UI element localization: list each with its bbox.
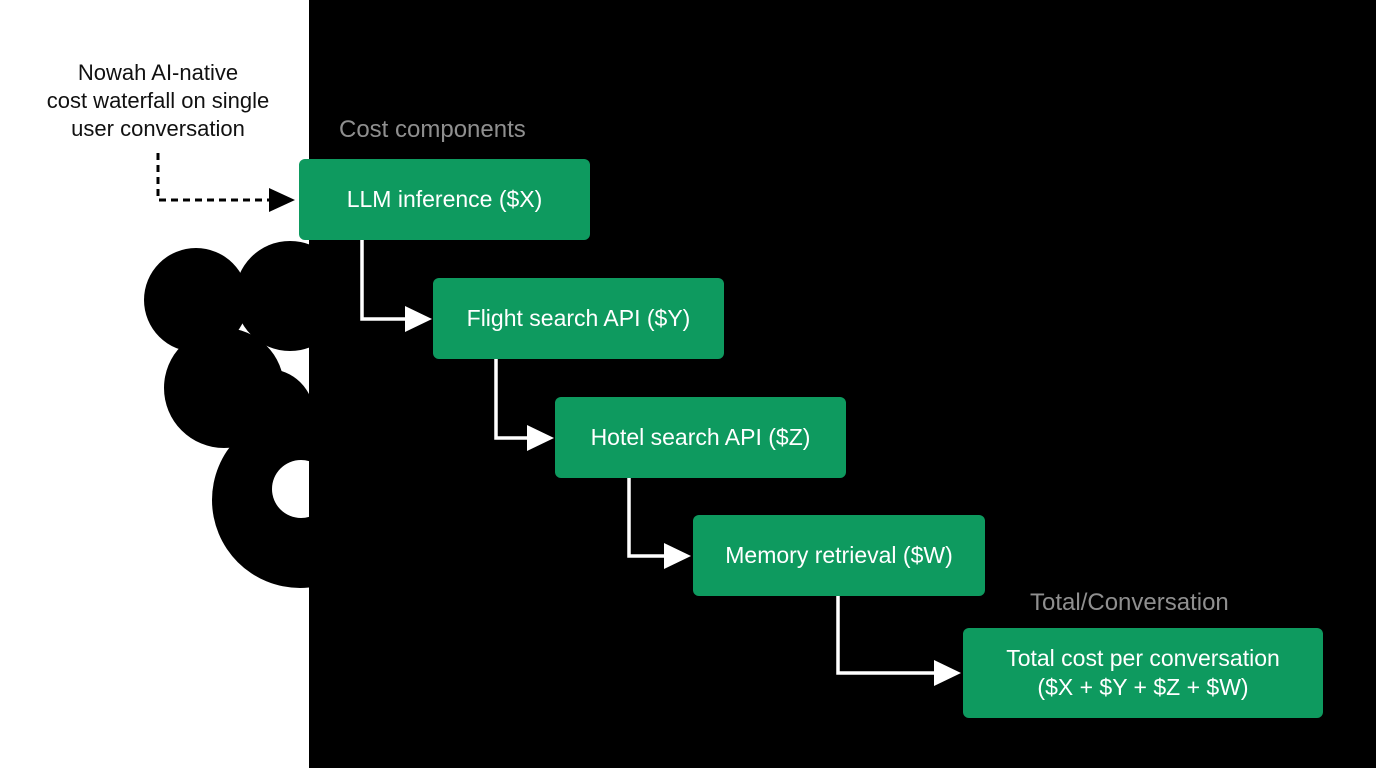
connector-3-arrowhead xyxy=(664,543,691,569)
cost-components-heading: Cost components xyxy=(339,116,526,143)
connector-1 xyxy=(360,240,408,321)
component-flight-search-api: Flight search API ($Y) xyxy=(433,278,724,359)
component-memory-retrieval: Memory retrieval ($W) xyxy=(693,515,985,596)
annotation-line: user conversation xyxy=(71,116,245,141)
annotation-line: cost waterfall on single xyxy=(46,88,270,113)
connector-1-arrowhead xyxy=(405,306,432,332)
total-cost-formula: ($X + $Y + $Z + $W) xyxy=(1037,674,1249,700)
annotation-arrowhead xyxy=(269,188,295,212)
component-llm-inference: LLM inference ($X) xyxy=(299,159,590,240)
total-cost-title: Total cost per conversation xyxy=(1006,645,1280,671)
annotation-arrow xyxy=(156,153,272,202)
annotation-text: Nowah AI-native cost waterfall on single… xyxy=(18,59,298,143)
connector-4 xyxy=(836,596,937,675)
connector-2-arrowhead xyxy=(527,425,554,451)
connector-3 xyxy=(627,478,667,558)
annotation-line: Nowah AI-native xyxy=(77,60,239,85)
connector-4-arrowhead xyxy=(934,660,961,686)
connector-2 xyxy=(494,359,530,440)
component-hotel-search-api: Hotel search API ($Z) xyxy=(555,397,846,478)
total-heading: Total/Conversation xyxy=(1030,589,1229,616)
total-cost-box: Total cost per conversation ($X + $Y + $… xyxy=(963,628,1323,718)
